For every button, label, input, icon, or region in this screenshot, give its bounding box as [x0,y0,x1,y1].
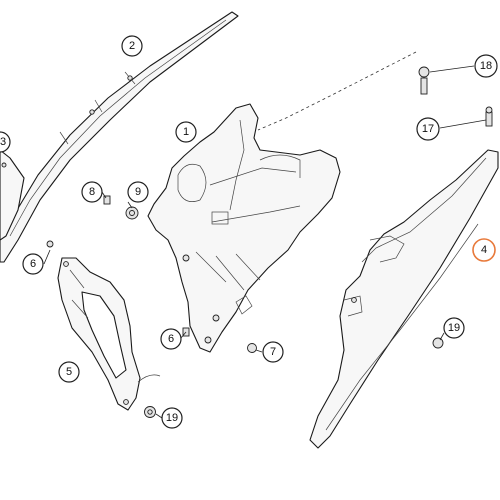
callout-6-left-label: 6 [30,258,36,270]
callout-1: 1 [175,121,197,143]
callout-19-bottom-label: 19 [166,412,178,424]
part-4-side-panel [309,149,499,449]
callout-4: 4 [472,238,496,262]
callout-19-right: 19 [443,317,465,339]
callout-4-label: 4 [481,244,487,256]
callout-7: 7 [262,341,284,363]
callout-6-center-label: 6 [168,333,174,345]
callout-5: 5 [58,361,80,383]
callout-9: 9 [127,181,149,203]
callout-8-label: 8 [89,186,95,198]
callout-1-label: 1 [183,126,189,138]
leader-lines [43,65,487,419]
callout-17: 17 [416,117,440,141]
callout-3: 3 [0,131,11,153]
callout-2: 2 [121,35,143,57]
callout-8: 8 [81,181,103,203]
callout-17-label: 17 [422,123,434,135]
callout-19-bottom: 19 [161,407,183,429]
callout-7-label: 7 [270,346,276,358]
callout-2-label: 2 [129,40,135,52]
part-3-partial [0,149,25,241]
callout-3-label: 3 [0,136,6,148]
callout-19-right-label: 19 [448,322,460,334]
part-5-bracket [57,257,161,411]
hardware-parts [46,66,493,418]
assembly-dashed-line [257,51,417,131]
callout-5-label: 5 [66,366,72,378]
callout-6-left: 6 [22,253,44,275]
part-1-airbox [147,103,341,353]
part-2-side-rail [0,11,239,263]
callout-6-center: 6 [160,328,182,350]
callout-9-label: 9 [135,186,141,198]
callout-18: 18 [474,54,498,78]
callout-18-label: 18 [480,60,492,72]
